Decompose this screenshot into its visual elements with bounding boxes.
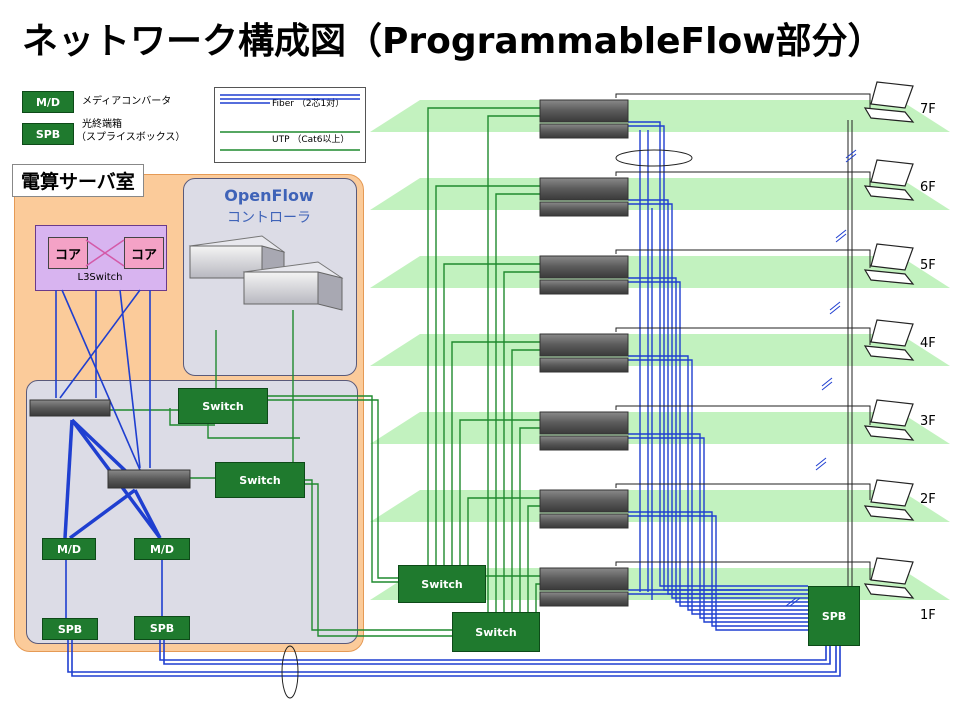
legend-spb-box: SPB [22,123,74,145]
distribution-area [26,380,358,644]
fiber-riser-lines [628,121,808,631]
legend-spb-desc-2: （スプライスボックス） [76,132,186,143]
utp-trunk-lines [110,107,540,637]
legend-spb-desc-1: 光終端箱 [82,119,122,130]
legend-fiber: Fiber （2芯1対） [272,99,345,109]
floor-label-4f: 4F [920,336,936,351]
room-switch-b: Switch [215,462,305,498]
md-left: M/D [42,538,96,560]
room-switch-1 [29,399,111,417]
openflow-title: OpenFlow [224,186,314,205]
floor-switches [539,99,629,607]
floor-label-1f: 1F [920,608,936,623]
floor-label-6f: 6F [920,180,936,195]
floor-label-3f: 3F [920,414,936,429]
building-spb: SPB [808,586,860,646]
core-left: コア [48,237,88,269]
legend-md-box: M/D [22,91,74,113]
building-switch-a: Switch [398,565,486,603]
floor-label-5f: 5F [920,258,936,273]
slash-marks [785,149,857,607]
bundle-marks [281,149,693,699]
floor-label-2f: 2F [920,492,936,507]
server-room-label: 電算サーバ室 [12,164,144,197]
legend-utp: UTP （Cat6以上） [272,135,350,145]
legend-md-desc: メディアコンバータ [82,96,172,107]
laptops [863,81,915,599]
legend-fiber-sample [220,94,360,104]
spb-right: SPB [134,616,190,640]
md-right: M/D [134,538,190,560]
floor-label-7f: 7F [920,102,936,117]
room-switch-a: Switch [178,388,268,424]
room-switch-2 [107,469,191,489]
floor-pc-lines [615,93,871,586]
building-switch-b: Switch [452,612,540,652]
openflow-server-2 [242,261,344,311]
core-link [85,239,125,267]
core-right: コア [124,237,164,269]
legend-utp-sample [220,131,360,151]
spb-left: SPB [42,618,98,640]
l3-switch-label: L3Switch [77,272,123,283]
page-title: ネットワーク構成図（ProgrammableFlow部分） [22,21,884,62]
openflow-subtitle: コントローラ [227,210,311,226]
